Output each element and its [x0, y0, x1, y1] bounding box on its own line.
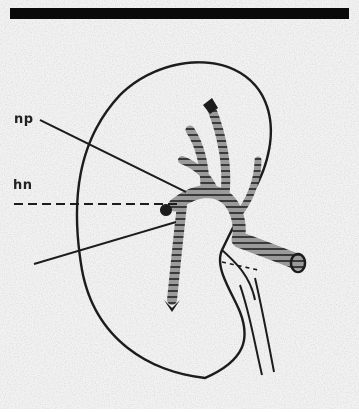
nerve-knot-left [160, 204, 172, 216]
label-np: np [14, 112, 34, 127]
top-bar [10, 8, 349, 19]
label-hn: hn [13, 178, 33, 193]
